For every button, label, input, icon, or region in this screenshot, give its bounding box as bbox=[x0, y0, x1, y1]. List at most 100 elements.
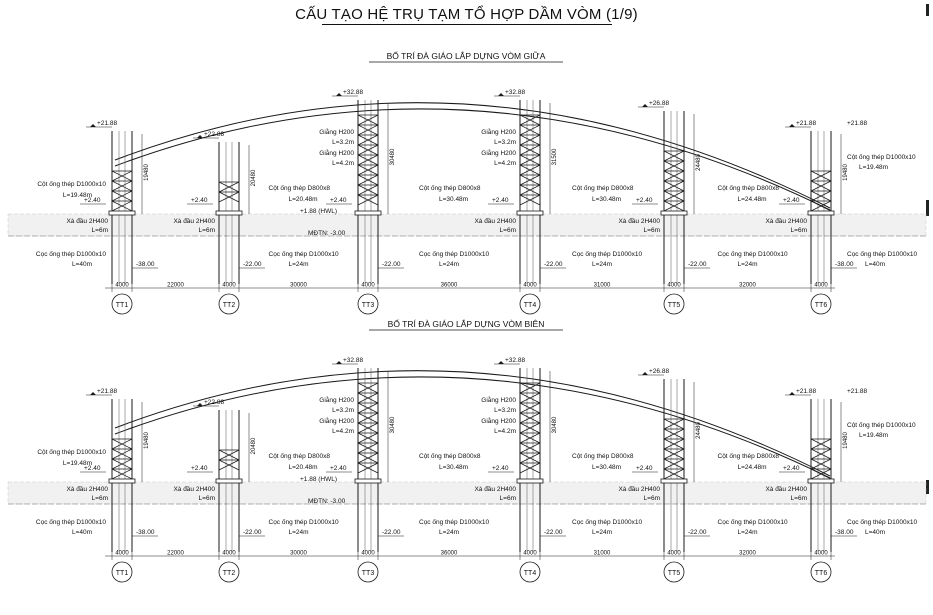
tower-top-level: +32.88 bbox=[343, 357, 363, 364]
dimension-value: 4000 bbox=[115, 283, 129, 289]
cap-beam bbox=[108, 210, 136, 216]
pile-length: L=40m bbox=[865, 261, 885, 268]
pile-span-length: L=24m bbox=[439, 261, 459, 268]
pile-span-length: L=24m bbox=[289, 529, 309, 536]
cap-level: +2.40 bbox=[783, 197, 800, 204]
tower-bracing bbox=[519, 154, 541, 166]
pile-tip-level: -22.00 bbox=[243, 529, 262, 536]
frame-marker bbox=[926, 200, 929, 216]
tower-top-level: +22.88 bbox=[204, 131, 224, 138]
bracing-length: L=3.2m bbox=[332, 139, 354, 146]
tower-top-level: +21.88 bbox=[796, 120, 816, 127]
tower-id-bubble bbox=[111, 293, 133, 315]
tower-bracing bbox=[519, 194, 541, 206]
tower-id-bubble bbox=[810, 561, 832, 583]
pile-span-length: L=24m bbox=[592, 529, 612, 536]
pile-tip-level: -22.00 bbox=[382, 529, 401, 536]
tower-bracing bbox=[519, 422, 541, 434]
elevation-panel: BỐ TRÍ ĐÀ GIÁO LẮP DỰNG VÒM BIÊN19480+21… bbox=[7, 318, 927, 583]
column-span-length: L=30.48m bbox=[439, 196, 468, 203]
ground-level: MĐTN: -3.00 bbox=[308, 498, 346, 505]
column-length: L=19.48m bbox=[63, 460, 92, 467]
dimension-value: 32000 bbox=[739, 551, 756, 557]
tower-height-label: 19480 bbox=[843, 163, 849, 180]
tower-id-bubble bbox=[111, 561, 133, 583]
tower-id: TT6 bbox=[815, 302, 828, 309]
column-label: Cột ống thép D1000x10 bbox=[37, 179, 106, 188]
tower-bracing bbox=[357, 392, 379, 404]
tower-id: TT2 bbox=[223, 570, 236, 577]
tower-id: TT5 bbox=[668, 570, 681, 577]
pile-length: L=40m bbox=[865, 529, 885, 536]
cap-level: +2.40 bbox=[84, 197, 101, 204]
column-span-label: Cột ống thép D800x8 bbox=[718, 183, 780, 192]
tower-bracing bbox=[357, 174, 379, 186]
pile-tip-level: -22.00 bbox=[243, 261, 262, 268]
tower-top-level: +32.88 bbox=[505, 357, 525, 364]
bracing-label: Giằng H200 bbox=[481, 127, 516, 136]
tower-id: TT2 bbox=[223, 302, 236, 309]
tower-bracing bbox=[111, 458, 133, 470]
cap-level: +2.40 bbox=[492, 465, 509, 472]
tower-bracing bbox=[810, 448, 832, 460]
cap-beam bbox=[215, 478, 243, 484]
tower-id-bubble bbox=[218, 293, 240, 315]
dimension-value: 4000 bbox=[222, 283, 236, 289]
tower-bracing bbox=[663, 458, 685, 470]
cap-beam bbox=[354, 478, 382, 484]
dimension-value: 31000 bbox=[594, 551, 611, 557]
right-top-level: +21.88 bbox=[847, 388, 867, 395]
tower-bracing bbox=[357, 154, 379, 166]
pile-tip-level: -22.00 bbox=[688, 529, 707, 536]
tower-bracing bbox=[357, 402, 379, 414]
dimension-value: 4000 bbox=[814, 283, 828, 289]
tower-id: TT1 bbox=[116, 302, 129, 309]
cap-beam-label: Xà đầu 2H400 bbox=[66, 484, 108, 493]
level-triangle-icon bbox=[789, 392, 795, 395]
cap-beam-length: L=6m bbox=[644, 227, 660, 234]
bracing-label: Giằng H200 bbox=[319, 416, 354, 425]
pile-span-length: L=24m bbox=[439, 529, 459, 536]
tower-bracing bbox=[663, 200, 685, 212]
tower-bracing bbox=[663, 428, 685, 440]
tower-bracing bbox=[519, 382, 541, 394]
bracing-length: L=4.2m bbox=[332, 428, 354, 435]
cap-level: +2.40 bbox=[636, 197, 653, 204]
cap-beam-length: L=6m bbox=[92, 495, 108, 502]
tower-id-bubble bbox=[357, 293, 379, 315]
tower-height-label: 24480 bbox=[696, 421, 702, 438]
pile-tip-level: -22.00 bbox=[544, 261, 563, 268]
tower-height-label: 30480 bbox=[390, 148, 396, 165]
tower-bracing bbox=[663, 180, 685, 192]
tower-bracing bbox=[810, 458, 832, 470]
tower-bracing bbox=[111, 190, 133, 202]
column-span-label: Cột ống thép D800x8 bbox=[718, 451, 780, 460]
tower-bracing bbox=[357, 382, 379, 394]
tower-id: TT6 bbox=[815, 570, 828, 577]
cap-level: +2.40 bbox=[783, 465, 800, 472]
tower-bracing bbox=[218, 191, 240, 203]
pile-span-length: L=24m bbox=[592, 261, 612, 268]
panel-heading: BỐ TRÍ ĐÀ GIÁO LẮP DỰNG VÒM BIÊN bbox=[388, 318, 545, 329]
level-triangle-icon bbox=[498, 361, 504, 364]
cap-beam-length: L=6m bbox=[644, 495, 660, 502]
tower-bracing bbox=[357, 114, 379, 126]
tower-bracing bbox=[111, 468, 133, 480]
dimension-value: 36000 bbox=[441, 551, 458, 557]
bracing-label: Giằng H200 bbox=[319, 127, 354, 136]
cap-beam-length: L=6m bbox=[199, 495, 215, 502]
pile-tip-level: -22.00 bbox=[544, 529, 563, 536]
tower-bracing bbox=[357, 432, 379, 444]
dimension-value: 4000 bbox=[361, 551, 375, 557]
bracing-length: L=3.2m bbox=[332, 407, 354, 414]
panel-heading: BỐ TRÍ ĐÀ GIÁO LẮP DỰNG VÒM GIỮA bbox=[387, 50, 546, 61]
pile-span-length: L=24m bbox=[738, 529, 758, 536]
level-triangle-icon bbox=[197, 135, 203, 138]
ground-level: MĐTN: -3.00 bbox=[308, 230, 346, 237]
tower-bracing bbox=[357, 134, 379, 146]
tower-bracing bbox=[663, 418, 685, 430]
